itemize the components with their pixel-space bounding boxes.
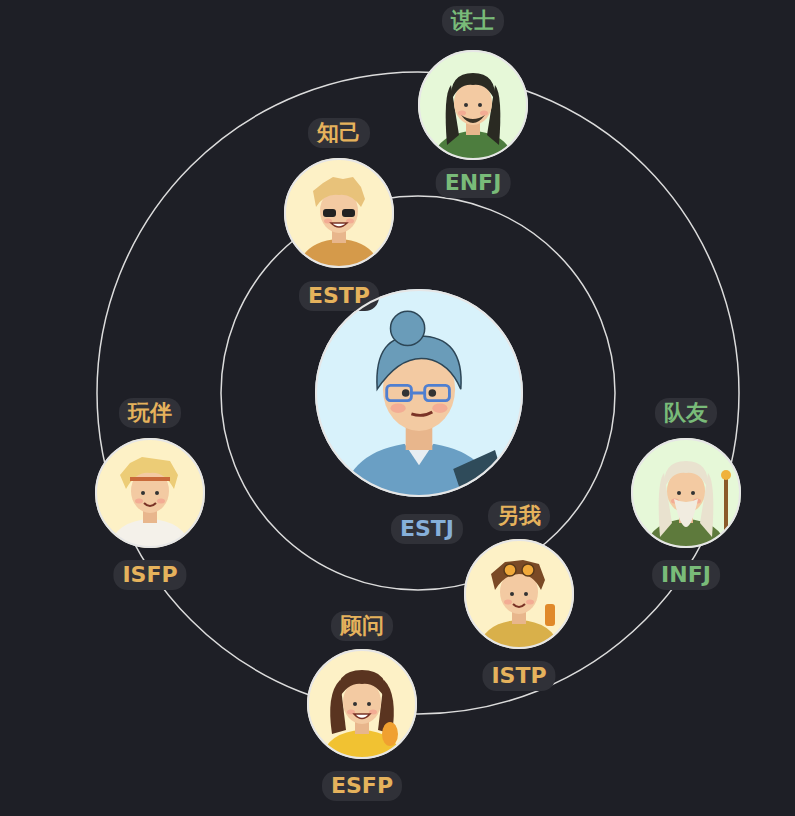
avatar-label: 知己 [308, 118, 370, 148]
avatar-label: ESFP [322, 771, 402, 801]
avatar-node: 知己ESTP [284, 158, 394, 268]
avatar-node: 顾问ESFP [307, 649, 417, 759]
avatar-label: ESTP [299, 281, 379, 311]
avatar-label: 另我 [488, 501, 550, 531]
avatar-label: 顾问 [331, 611, 393, 641]
avatar-node: 谋士ENFJ [418, 50, 528, 160]
avatar-label: ISFP [113, 560, 186, 590]
avatar-label: 谋士 [442, 6, 504, 36]
avatar-label: INFJ [652, 560, 720, 590]
avatar-label: ENFJ [436, 168, 511, 198]
avatar-node: 玩伴ISFP [95, 438, 205, 548]
avatar-node: 队友INFJ [631, 438, 741, 548]
avatar-label: ISTP [482, 661, 555, 691]
avatar-label: 队友 [655, 398, 717, 428]
avatar-node: ESTJ [315, 289, 523, 497]
avatar-label: 玩伴 [119, 398, 181, 428]
avatar-node: 另我ISTP [464, 539, 574, 649]
avatar-label: ESTJ [391, 514, 463, 544]
